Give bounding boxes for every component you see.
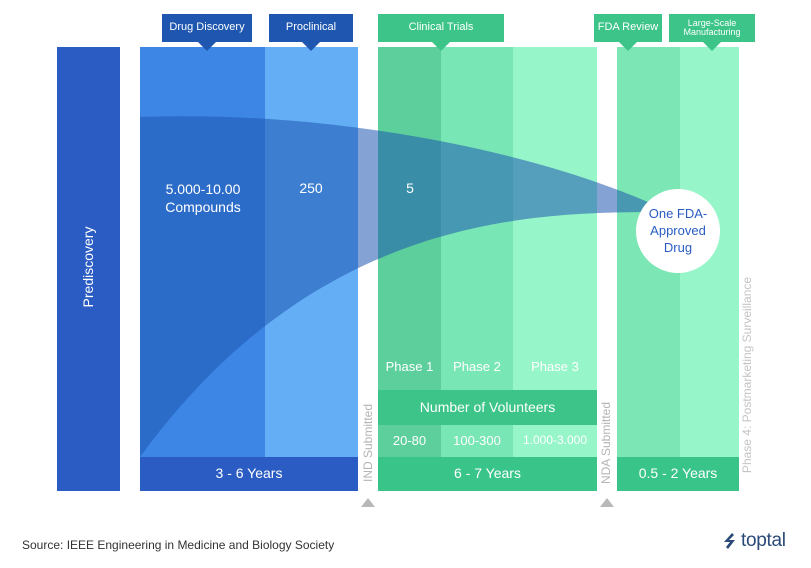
volunteers-p3-cell <box>513 425 597 457</box>
discovery-duration: 3 - 6 Years <box>215 465 283 481</box>
volunteers-label: Number of Volunteers <box>419 399 556 415</box>
volunteers-p1-cell <box>378 425 441 457</box>
volunteers-p2-cell <box>441 425 513 457</box>
ind-submitted-label: IND Submitted <box>361 403 375 483</box>
fda-review-tag: FDA Review <box>594 14 662 51</box>
clinical-trials-tag: Clinical Trials <box>378 14 504 51</box>
volunteers-phase3: 1.000-3.000 <box>522 433 588 447</box>
source-name: IEEE Engineering in Medicine and Biology… <box>66 538 335 552</box>
ind-marker-icon <box>361 498 375 507</box>
phase1-label: Phase 1 <box>385 359 434 374</box>
review-duration-bar <box>617 457 739 491</box>
phase2-label: Phase 2 <box>453 359 501 374</box>
clinical-duration-bar <box>378 457 597 491</box>
clinical-count: 5 <box>406 180 414 196</box>
drug-discovery-tag: Drug Discovery <box>162 14 252 51</box>
phase3-label: Phase 3 <box>531 359 579 374</box>
volunteers-phase1: 20-80 <box>392 433 427 448</box>
manufacturing-tag: Large-Scale Manufacturing <box>669 14 755 51</box>
compounds-count: 5.000-10.00 Compounds <box>165 181 241 215</box>
clinical-duration: 6 - 7 Years <box>454 465 521 481</box>
preclinical-tag: Proclinical <box>269 14 353 51</box>
source-prefix: Source: <box>22 538 67 552</box>
nda-marker-icon <box>600 498 614 507</box>
phase4-label: Phase 4: Postmarketing Surveillance <box>740 276 754 474</box>
review-duration: 0.5 - 2 Years <box>638 465 718 481</box>
discovery-duration-bar <box>140 457 358 491</box>
toptal-logo: toptal <box>724 530 786 552</box>
prediscovery-column <box>57 47 120 491</box>
toptal-mark-icon <box>724 533 735 549</box>
nda-submitted-label: NDA Submitted <box>599 401 613 485</box>
volunteers-band <box>378 390 597 425</box>
approved-drug-label: One FDA-Approved Drug <box>648 206 708 255</box>
approved-drug-circle <box>636 189 720 273</box>
preclinical-count: 250 <box>299 180 323 196</box>
brand-name: toptal <box>741 530 786 551</box>
volunteers-phase2: 100-300 <box>453 433 501 448</box>
source-note: Source: IEEE Engineering in Medicine and… <box>22 538 334 552</box>
